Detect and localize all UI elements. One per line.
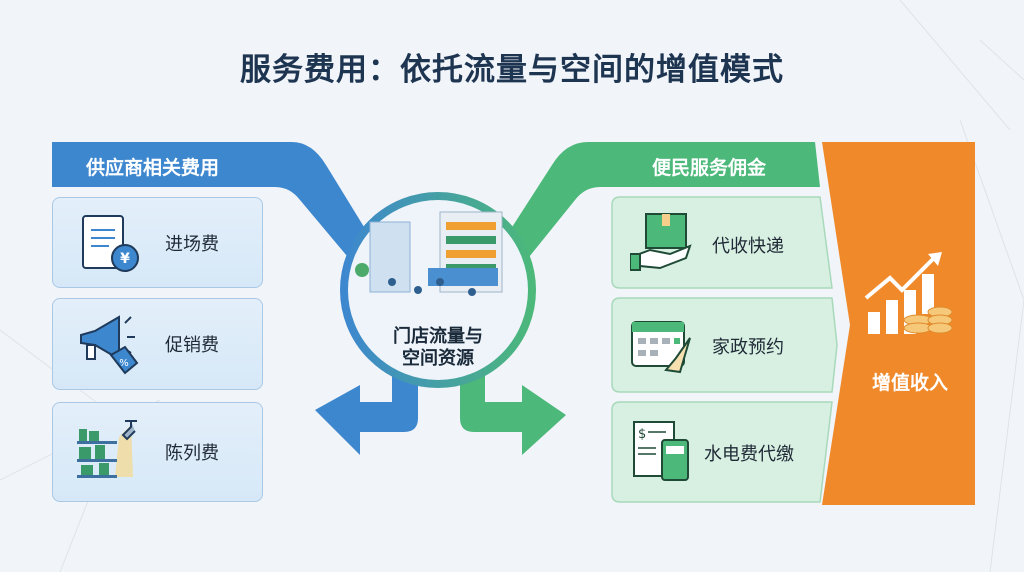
card-label: 促销费 [165,335,219,356]
card-label-express: 代收快递 [712,236,784,257]
green-flow-band [505,142,820,262]
contract-yen-icon: ¥ [82,215,139,272]
shelf-spotlight-icon [77,420,137,478]
store-illustration [355,211,503,296]
card-label: 进场费 [165,233,219,255]
card-label: 陈列费 [165,443,219,464]
blue-arrow-left [315,375,418,455]
center-resource-label: 门店流量与 空间资源 [343,326,533,370]
svg-text:%: % [119,358,129,369]
svg-text:¥: ¥ [120,251,130,267]
megaphone-tag-icon: % [80,315,139,375]
supplier-fees-header: 供应商相关费用 [86,157,220,179]
page-title: 服务费用：依托流量与空间的增值模式 [240,52,784,88]
center-label-line1: 门店流量与 [393,326,483,347]
package-hand-icon [630,213,692,271]
card-label-housekeeping: 家政预约 [712,337,784,358]
center-label-line2: 空间资源 [402,348,474,369]
card-promotion-fee: % 促销费 [52,298,263,390]
blue-flow-band [52,142,372,262]
bill-pos-icon: $ [633,421,689,481]
svg-text:$: $ [638,427,646,442]
card-display-fee: 陈列费 [52,402,263,502]
service-commission-header: 便民服务佣金 [652,157,767,179]
result-panel [822,142,975,505]
calendar-broom-icon [631,321,691,374]
card-entry-fee: ¥ 进场费 [52,197,263,288]
card-label-utility-payment: 水电费代缴 [704,444,794,465]
growth-chart-coins-icon [864,252,952,334]
value-added-income-label: 增值收入 [871,372,948,394]
green-arrow-right [460,375,566,455]
